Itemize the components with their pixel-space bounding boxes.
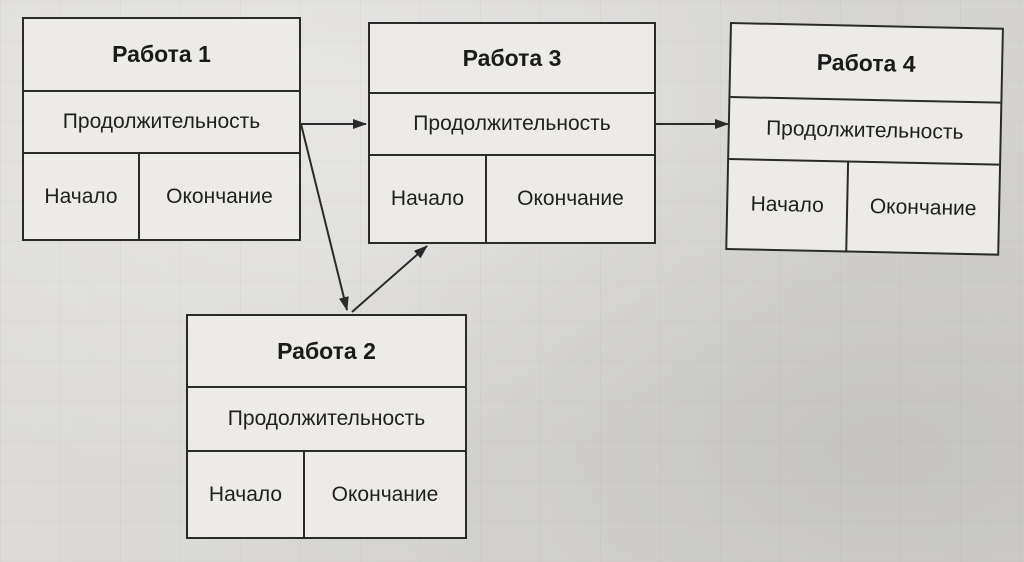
work-node-end: Окончание xyxy=(869,194,977,221)
work-node-end: Окончание xyxy=(517,187,624,210)
work-node-title: Работа 3 xyxy=(370,24,654,94)
work-node-dates: Начало Окончание xyxy=(727,160,999,254)
work-node-title: Работа 1 xyxy=(24,19,299,92)
arrow-work1-to-work2 xyxy=(300,123,349,311)
work-node-4: Работа 4 Продолжительность Начало Оконча… xyxy=(725,22,1004,256)
work-node-end: Окончание xyxy=(331,482,439,506)
work-node-start: Начало xyxy=(370,156,487,242)
work-node-start: Начало xyxy=(188,452,305,537)
work-node-start: Начало xyxy=(24,154,140,239)
work-node-1: Работа 1 Продолжительность Начало Оконча… xyxy=(22,17,301,241)
work-node-dates: Начало Окончание xyxy=(370,156,654,242)
work-node-duration: Продолжительность xyxy=(729,98,1001,166)
work-node-duration: Продолжительность xyxy=(188,388,465,452)
work-node-start: Начало xyxy=(727,160,850,251)
work-node-dates: Начало Окончание xyxy=(24,154,299,239)
work-node-duration: Продолжительность xyxy=(24,92,299,154)
work-node-2: Работа 2 Продолжительность Начало Оконча… xyxy=(186,314,467,539)
work-node-dates: Начало Окончание xyxy=(188,452,465,537)
work-node-3: Работа 3 Продолжительность Начало Оконча… xyxy=(368,22,656,244)
work-node-end: Окончание xyxy=(166,184,273,208)
work-node-duration: Продолжительность xyxy=(370,94,654,156)
arrow-work2-to-work3 xyxy=(351,245,428,313)
work-node-title: Работа 2 xyxy=(188,316,465,388)
work-node-title: Работа 4 xyxy=(730,24,1002,104)
